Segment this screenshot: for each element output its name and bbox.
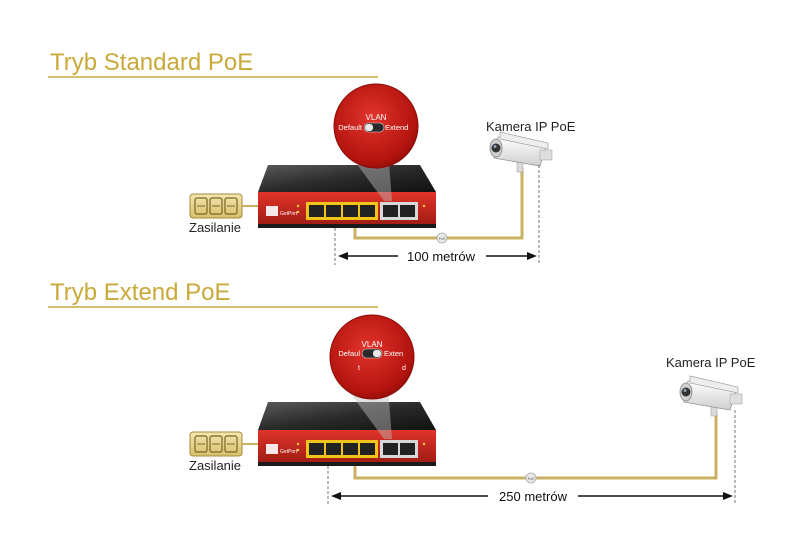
camera-label: Kamera IP PoE [486,119,576,134]
vlan-switch-callout: VLAN Default Extend [333,83,419,169]
brand-logo: GetPort [266,206,298,217]
callout-default-label: Default [338,123,363,132]
distance-label: 250 metrów [499,489,568,504]
cable-badge: PoE [436,232,448,244]
brand-logo: GetPort [266,444,298,455]
callout-default-wrap: t [358,365,360,372]
power-supply-icon [189,431,243,457]
section-title: Tryb Extend PoE [50,279,231,306]
distance-indicator: 100 metrów [334,165,540,265]
poe-port-group [306,440,378,458]
poe-port-group [306,202,378,220]
callout-pointer [348,388,392,439]
callout-extend-wrap: d [402,365,406,372]
svg-text:GetPort: GetPort [280,211,298,217]
dip-switch-knob [365,124,373,131]
dip-switch-knob [373,350,381,357]
ip-camera-icon [679,375,743,417]
svg-text:PoE: PoE [528,477,535,481]
callout-extend-label: Extend [385,123,408,132]
uplink-port-group [380,440,418,458]
ip-camera-icon [489,131,553,173]
poe-switch: GetPort [258,165,436,228]
svg-text:GetPort: GetPort [280,449,298,455]
uplink-port-group [380,202,418,220]
distance-label: 100 metrów [407,249,476,264]
section-title: Tryb Standard PoE [50,49,253,76]
power-label: Zasilanie [189,220,241,235]
svg-text:PoE: PoE [439,237,446,241]
section-extend: Tryb Extend PoE Zasilanie GetPort [48,279,756,505]
callout-vlan-label: VLAN [362,340,383,349]
callout-vlan-label: VLAN [366,113,387,122]
callout-default-label: Defaul [338,349,360,358]
distance-indicator: 250 metrów [327,410,736,505]
power-supply-icon [189,193,243,219]
callout-extend-label: Exten [384,349,403,358]
vlan-switch-callout: VLAN Defaul Exten t d [329,314,415,400]
power-label: Zasilanie [189,458,241,473]
camera-label: Kamera IP PoE [666,355,756,370]
cable-badge: PoE [525,472,537,484]
section-standard: Tryb Standard PoE Zasilanie GetPort [48,49,576,265]
poe-switch: GetPort [258,402,436,466]
